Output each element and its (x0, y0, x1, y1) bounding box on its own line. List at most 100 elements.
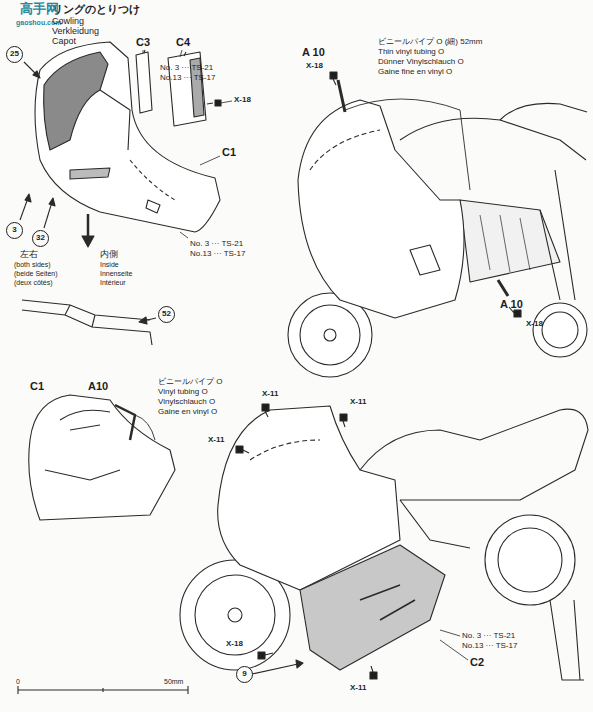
callout-arrows (44, 202, 52, 228)
motorcycle-bottom (195, 575, 275, 655)
note: Gaine fine en vinyl O (378, 68, 452, 77)
inside-part (22, 300, 152, 345)
note: Vinylschlauch O (158, 398, 215, 407)
motorcycle-top (540, 170, 575, 300)
callout-number: 32 (32, 230, 49, 247)
scale-label: 0 (16, 678, 20, 686)
screw-symbol (236, 446, 249, 453)
screw-name: X-11 (262, 390, 278, 399)
note: Innenseite (100, 270, 132, 278)
screw-symbol (258, 652, 273, 659)
screw-name: X-18 (526, 320, 543, 329)
callout-arrows (252, 664, 298, 674)
motorcycle-top (345, 99, 470, 190)
inside-part (22, 300, 150, 320)
inside-part (65, 305, 95, 327)
screw-name: X-18 (226, 640, 243, 649)
callout-number: 9 (236, 666, 253, 683)
screw-symbol (330, 72, 521, 317)
part-name: C1 (222, 146, 236, 158)
motorcycle-bottom (400, 500, 470, 548)
screw-symbol (370, 666, 377, 679)
motorcycle-bottom (228, 608, 242, 622)
callout-arrows (49, 198, 55, 206)
screw-name: X-18 (234, 96, 251, 105)
motorcycle-bottom (180, 406, 588, 680)
windscreen-parts (136, 52, 152, 113)
note: Vinyl tubing O (158, 388, 208, 397)
leader-lines (180, 232, 188, 238)
paint-note: No.13 ··· TS-17 (462, 642, 517, 651)
part-name: C4 (176, 36, 190, 48)
note: ビニールパイプ O (細) 52mm (378, 38, 482, 47)
motorcycle-top (498, 280, 508, 296)
front-detail (45, 470, 120, 480)
screw-name: X-18 (306, 62, 323, 71)
cowling-part (35, 42, 220, 232)
screw-symbol (236, 404, 377, 679)
callout-arrows (33, 71, 40, 78)
callout-arrows (87, 214, 90, 238)
motorcycle-top (500, 103, 587, 120)
note: Gaine en vinyl O (158, 408, 217, 417)
scale-bar (18, 686, 188, 694)
screw-name: X-11 (208, 436, 224, 445)
part-name: A10 (88, 380, 108, 392)
windscreen-parts (144, 50, 186, 56)
motorcycle-top (400, 118, 586, 160)
watermark: 高手网 (20, 2, 59, 16)
note: Intérieur (100, 279, 126, 287)
motorcycle-top (460, 200, 560, 282)
front-detail (135, 415, 155, 440)
paint-note: No. 3 ··· TS-21 (190, 240, 243, 249)
motorcycle-bottom (250, 440, 320, 460)
screw-symbol (330, 72, 337, 85)
screw-symbol (340, 414, 347, 427)
paint-note: No.13 ··· TS-17 (190, 250, 245, 259)
cowling-part (100, 90, 130, 150)
front-detail (29, 395, 175, 520)
scale-label: 50mm (164, 678, 183, 686)
callout-arrows (252, 630, 468, 674)
cowling-part (130, 160, 175, 200)
step-title: リングのとりつけ (52, 3, 140, 15)
note: 左右 (20, 250, 38, 260)
paint-note: No. 3 ··· TS-21 (462, 632, 515, 641)
callout-arrows (82, 236, 94, 247)
title-translation: Cowling (52, 17, 84, 27)
windscreen-parts (136, 50, 206, 126)
motorcycle-top (298, 100, 464, 318)
note: Inside (100, 261, 119, 269)
callout-arrows (440, 630, 460, 636)
motorcycle-bottom (360, 585, 415, 620)
motorcycle-top (533, 303, 587, 357)
paint-note: No. 3 ··· TS-21 (160, 64, 213, 73)
callout-arrows (20, 198, 28, 220)
leader-lines (143, 50, 144, 53)
callout-number: 52 (158, 306, 175, 323)
motorcycle-bottom (550, 600, 584, 680)
cowling-part (70, 168, 110, 179)
leader-lines (180, 50, 182, 57)
part-name: C2 (470, 656, 484, 668)
note: Thin vinyl tubing O (378, 48, 444, 57)
part-name: C3 (136, 36, 150, 48)
motorcycle-top (324, 329, 336, 341)
leader-lines (200, 156, 220, 165)
motorcycle-bottom (485, 515, 575, 605)
cowling-part (35, 42, 220, 232)
motorcycle-top (410, 245, 440, 275)
part-name: A 10 (500, 298, 523, 310)
motorcycle-bottom (300, 545, 445, 670)
inside-part (22, 310, 152, 345)
front-detail (29, 395, 175, 520)
motorcycle-top (542, 312, 578, 348)
note: (both sides) (14, 261, 51, 269)
motorcycle-bottom (498, 528, 562, 592)
front-detail (115, 405, 135, 440)
cowling-part (44, 52, 108, 150)
callout-number: 25 (6, 46, 23, 63)
motorcycle-top (300, 305, 360, 365)
part-name: C1 (30, 380, 44, 392)
